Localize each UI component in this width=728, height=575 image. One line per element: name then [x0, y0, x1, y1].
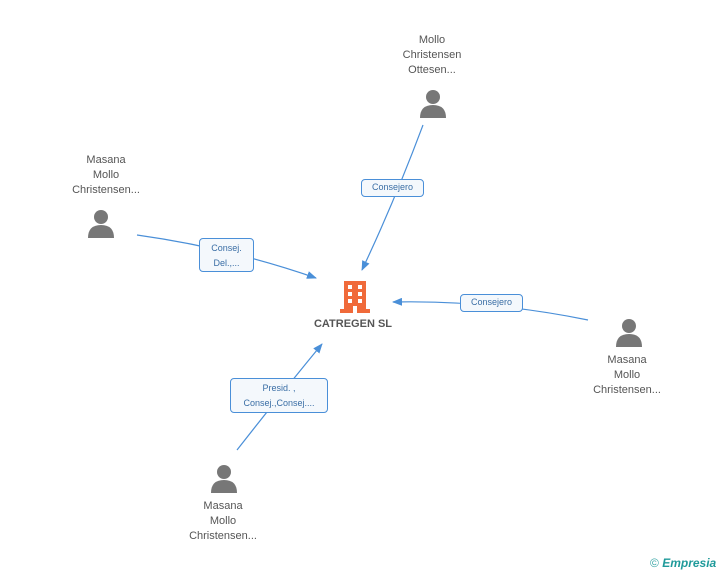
- person-icon[interactable]: [209, 463, 239, 493]
- person-name-left[interactable]: Masana Mollo Christensen...: [72, 154, 140, 196]
- person-name-right[interactable]: Masana Mollo Christensen...: [593, 354, 661, 396]
- person-name-top[interactable]: Mollo Christensen Ottesen...: [402, 34, 462, 76]
- footer-brand[interactable]: © Empresia: [650, 556, 716, 570]
- edge-label-right[interactable]: Consejero: [460, 294, 523, 312]
- person-name-bottom[interactable]: Masana Mollo Christensen...: [189, 500, 257, 542]
- edge-line-top: [361, 124, 424, 271]
- edge-label-left[interactable]: Consej. Del.,...: [199, 238, 254, 272]
- person-icon[interactable]: [86, 208, 116, 238]
- company-name[interactable]: CATREGEN SL: [313, 318, 393, 330]
- brand-name: Empresia: [662, 556, 717, 570]
- person-icon[interactable]: [418, 88, 448, 118]
- person-icon[interactable]: [614, 317, 644, 347]
- edge-label-bottom[interactable]: Presid. , Consej.,Consej....: [230, 378, 328, 413]
- copyright-icon: ©: [650, 556, 659, 570]
- building-icon[interactable]: [340, 279, 370, 313]
- edge-label-top[interactable]: Consejero: [361, 179, 424, 197]
